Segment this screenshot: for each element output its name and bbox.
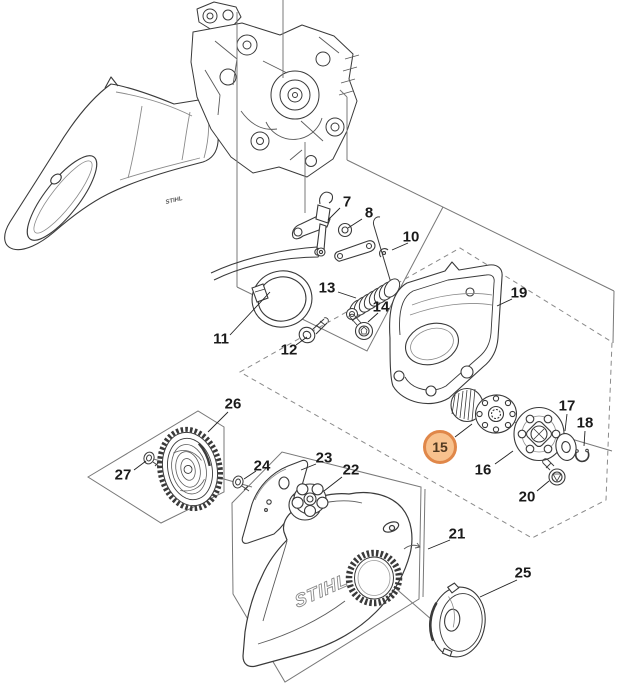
part-15-clutch-drum <box>450 387 518 434</box>
part-label-23: 23 <box>315 449 333 467</box>
part-label-27: 27 <box>114 466 132 484</box>
part-25-cover-disc <box>429 582 486 658</box>
part-17-washer <box>555 433 577 461</box>
part-16-clutch <box>513 406 565 462</box>
assembly-group-boxes <box>87 159 615 683</box>
part-20-screw <box>542 458 566 486</box>
part-7-brake-lever <box>291 191 334 257</box>
part-label-20: 20 <box>518 488 536 506</box>
part-18-e-clip <box>574 448 590 463</box>
part-label-16: 16 <box>474 461 492 479</box>
part-21-sprocket-cover: STIHL <box>242 491 421 668</box>
part-label-25: 25 <box>514 564 532 582</box>
housing-logo-text: STIHL <box>165 196 184 206</box>
part-label-11: 11 <box>213 330 229 348</box>
part-label-14: 14 <box>372 298 390 316</box>
part-label-21: 21 <box>448 525 466 543</box>
part-11-brake-band <box>210 246 322 328</box>
part-10-rod-with-clip <box>334 240 389 262</box>
group-connector-lines <box>236 0 348 287</box>
part-27-screw <box>143 451 161 468</box>
part-24-screw <box>232 475 250 492</box>
part-label-7: 7 <box>342 193 352 211</box>
part-13-brake-spring <box>346 216 401 320</box>
part-12-screw <box>298 317 329 344</box>
part-14-screw <box>348 313 374 341</box>
chainsaw-housing-drawing: STIHL <box>4 76 221 251</box>
callout-leader-lines <box>133 207 586 598</box>
part-22-knob <box>288 483 329 521</box>
exploded-path-dashed-box <box>238 247 613 539</box>
part-label-22: 22 <box>342 461 360 479</box>
part-label-12: 12 <box>280 341 298 359</box>
part-label-8: 8 <box>364 204 374 222</box>
part-label-24: 24 <box>253 457 271 475</box>
part-19-side-plate <box>389 261 503 405</box>
part-label-13: 13 <box>318 279 336 297</box>
part-26-flywheel <box>156 426 224 512</box>
part-label-18: 18 <box>576 414 594 432</box>
part-label-26: 26 <box>224 395 242 413</box>
part-label-17: 17 <box>558 397 576 415</box>
part-label-19: 19 <box>510 284 528 302</box>
part-8-washer <box>337 222 353 238</box>
part-label-10: 10 <box>402 228 420 246</box>
part-15-highlight-badge[interactable]: 15 <box>423 430 457 464</box>
engine-crankcase-drawing <box>190 1 360 178</box>
